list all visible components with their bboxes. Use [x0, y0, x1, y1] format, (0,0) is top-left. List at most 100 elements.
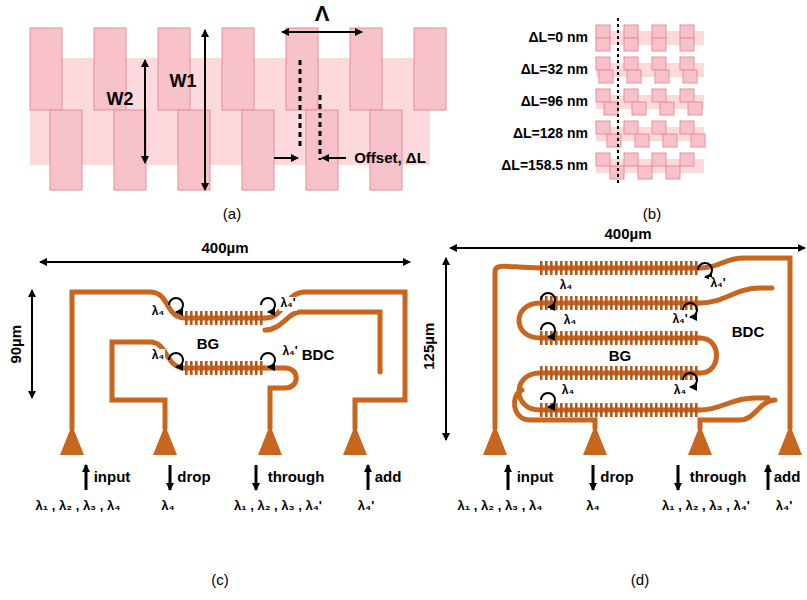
dimension-arrow: [445, 258, 447, 440]
grating-tooth: [555, 366, 558, 380]
panel-label: (b): [643, 206, 661, 223]
grating-tooth: [240, 311, 243, 325]
grating-tooth: [570, 331, 573, 345]
grating-tooth: [620, 296, 623, 310]
grating-tooth: [595, 366, 598, 380]
grating-tooth: [590, 261, 593, 275]
grating-tooth: [652, 38, 666, 51]
grating-tooth: [200, 361, 203, 375]
grating-tooth: [645, 366, 648, 380]
grating-tooth: [570, 296, 573, 310]
offset-arrow: [274, 157, 298, 159]
grating-tooth: [675, 296, 678, 310]
offset-label: Offset, ΔL: [354, 150, 426, 167]
grating-tooth: [625, 296, 628, 310]
grating-tooth: [414, 28, 446, 110]
grating-tooth: [605, 261, 608, 275]
grating-tooth: [624, 57, 638, 70]
grating-tooth: [650, 331, 653, 345]
grating-tooth: [680, 89, 694, 102]
grating-tooth: [625, 261, 628, 275]
grating-tooth: [210, 311, 213, 325]
annotation-label: λ₁ , λ₂ , λ₃ , λ₄': [234, 499, 322, 513]
grating-tooth: [590, 403, 593, 417]
grating-tooth: [205, 311, 208, 325]
grating-tooth: [675, 403, 678, 417]
grating-tooth: [550, 331, 553, 345]
grating-tooth: [235, 361, 238, 375]
grating-tooth: [225, 361, 228, 375]
width-label: W1: [170, 72, 197, 92]
grating-tooth: [540, 331, 543, 345]
grating-tooth: [665, 331, 668, 345]
grating-tooth: [605, 296, 608, 310]
grating-tooth: [650, 261, 653, 275]
grating-tooth: [590, 296, 593, 310]
grating-tooth: [540, 261, 543, 275]
reflection-arrow: [169, 353, 183, 367]
panel-label: (a): [223, 206, 241, 223]
grating-tooth: [625, 403, 628, 417]
grating-tooth: [685, 403, 688, 417]
grating-tooth: [605, 366, 608, 380]
grating-tooth: [680, 38, 694, 51]
grating-tooth: [666, 166, 680, 179]
grating-tooth: [624, 89, 638, 102]
annotation-label: ΔL=128 nm: [513, 126, 588, 141]
grating-tooth: [575, 366, 578, 380]
grating-tooth: [190, 311, 193, 325]
bragg-grating: [185, 311, 265, 375]
annotation-label: λ₄: [151, 305, 165, 318]
offset-variants: [596, 25, 705, 179]
grating-tooth: [675, 331, 678, 345]
grating-tooth: [620, 403, 623, 417]
grating-tooth: [685, 261, 688, 275]
grating-tooth: [645, 331, 648, 345]
grating-tooth: [286, 28, 318, 110]
grating-tooth: [627, 70, 641, 83]
annotation-label: λ₄: [161, 499, 174, 513]
annotation-label: 90µm: [8, 325, 25, 364]
w1-arrow: [204, 30, 206, 190]
grating-tooth: [645, 296, 648, 310]
grating-tooth: [560, 403, 563, 417]
annotation-label: λ₄': [776, 499, 793, 513]
grating-tooth: [222, 28, 254, 110]
grating-tooth: [240, 361, 243, 375]
annotation-label: input: [517, 469, 554, 486]
grating-tooth: [660, 403, 663, 417]
grating-tooth: [220, 361, 223, 375]
grating-tooth: [605, 403, 608, 417]
annotation-label: λ₄': [279, 297, 296, 310]
grating-tooth: [570, 261, 573, 275]
grating-tooth: [245, 311, 248, 325]
grating-tooth: [230, 361, 233, 375]
grating-tooth: [665, 261, 668, 275]
grating-tooth: [683, 70, 697, 83]
grating-tooth: [630, 403, 633, 417]
grating-tooth: [585, 366, 588, 380]
grating-tooth: [545, 261, 548, 275]
grating-tooth: [540, 366, 543, 380]
annotation-label: λ₄': [709, 277, 726, 290]
annotation-label: λ₄: [586, 499, 599, 513]
port-arrow: [86, 465, 368, 490]
annotation-label: add: [375, 469, 402, 486]
grating-tooth: [585, 261, 588, 275]
grating-tooth: [560, 261, 563, 275]
reflection-arrow: [541, 323, 555, 337]
grating-teeth: [30, 28, 446, 190]
annotation-label: λ₄': [281, 345, 298, 358]
grating-tooth: [596, 25, 610, 38]
grating-tooth: [660, 366, 663, 380]
grating-tooth: [610, 296, 613, 310]
grating-tooth: [680, 366, 683, 380]
annotation-label: λ₄: [673, 384, 687, 397]
grating-tooth: [680, 296, 683, 310]
grating-tooth: [600, 261, 603, 275]
annotation-label: ΔL=0 nm: [529, 30, 588, 45]
grating-tooth: [540, 403, 543, 417]
annotation-label: BG: [196, 336, 221, 353]
grating-tooth: [350, 28, 382, 110]
grating-tooth: [195, 311, 198, 325]
